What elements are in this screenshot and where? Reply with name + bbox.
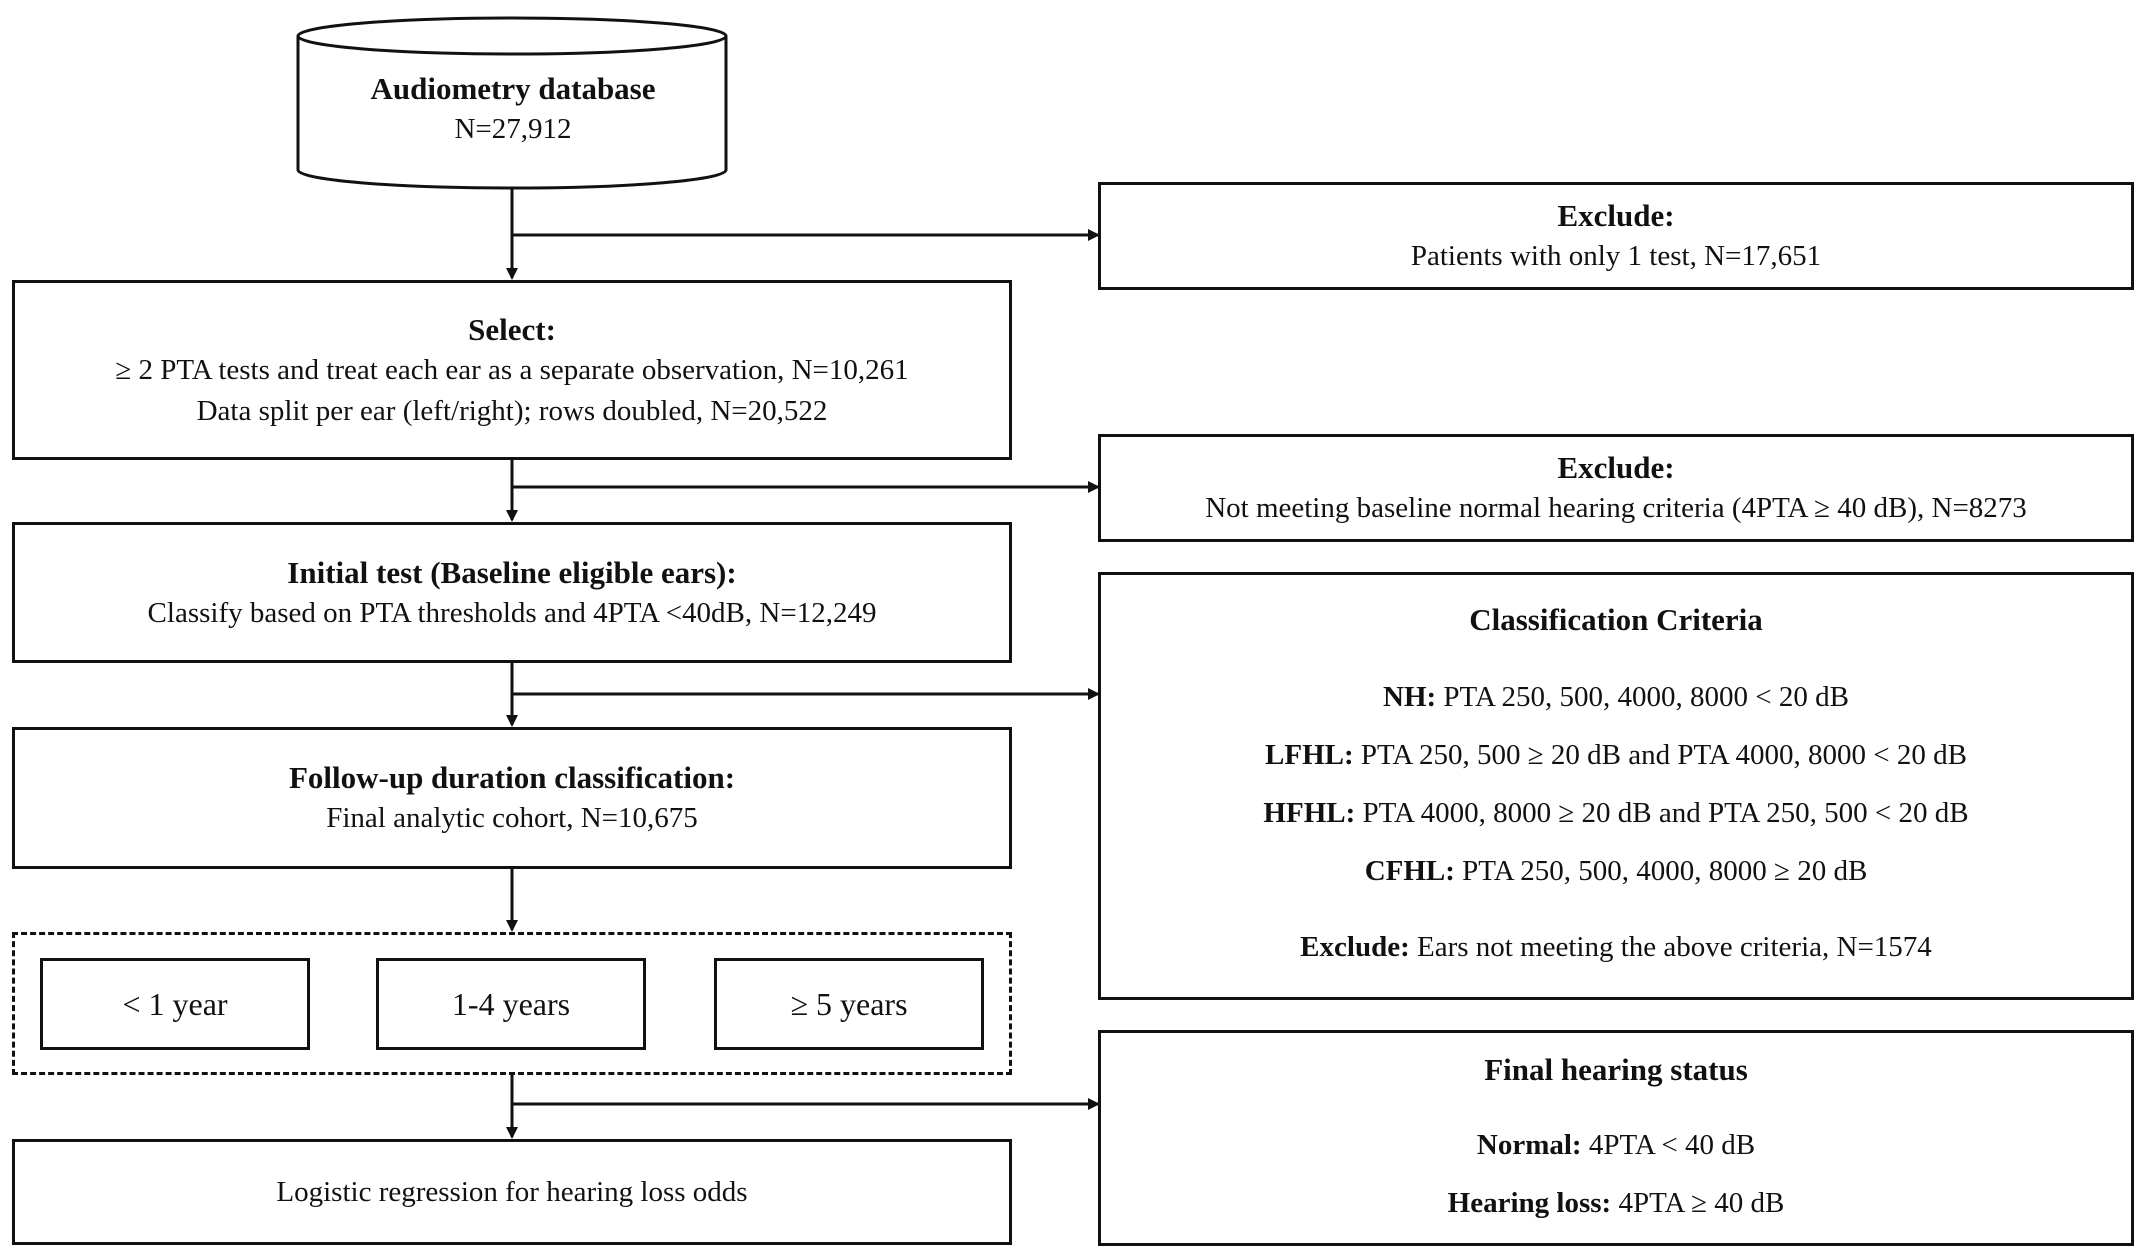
select-title: Select: bbox=[468, 311, 556, 347]
exclude-2-text: Not meeting baseline normal hearing crit… bbox=[1205, 492, 2027, 524]
followup-text: Final analytic cohort, N=10,675 bbox=[326, 802, 698, 834]
database-cylinder bbox=[296, 16, 728, 190]
duration-less-than-1-year: < 1 year bbox=[40, 958, 310, 1050]
final-status-box: Final hearing status Normal: 4PTA < 40 d… bbox=[1098, 1030, 2134, 1246]
followup-box: Follow-up duration classification: Final… bbox=[12, 727, 1012, 869]
exclude-1-text: Patients with only 1 test, N=17,651 bbox=[1410, 240, 1822, 272]
exclude-1-title: Exclude: bbox=[1557, 198, 1675, 233]
initial-test-box: Initial test (Baseline eligible ears): C… bbox=[12, 522, 1012, 663]
exclude-box-1: Exclude: Patients with only 1 test, N=17… bbox=[1098, 182, 2134, 290]
criterion-cfhl: CFHL: PTA 250, 500, 4000, 8000 ≥ 20 dB bbox=[1364, 855, 1868, 887]
database-count: N=27,912 bbox=[454, 113, 572, 145]
status-normal: Normal: 4PTA < 40 dB bbox=[1476, 1129, 1756, 1161]
regression-box: Logistic regression for hearing loss odd… bbox=[12, 1139, 1012, 1245]
duration-1-4-years: 1-4 years bbox=[376, 958, 646, 1050]
regression-text: Logistic regression for hearing loss odd… bbox=[276, 1175, 748, 1208]
status-hearing-loss: Hearing loss: 4PTA ≥ 40 dB bbox=[1447, 1187, 1785, 1219]
select-box: Select: ≥ 2 PTA tests and treat each ear… bbox=[12, 280, 1012, 460]
duration-5-plus-years: ≥ 5 years bbox=[714, 958, 984, 1050]
final-status-title: Final hearing status bbox=[1484, 1052, 1748, 1087]
classification-title: Classification Criteria bbox=[1469, 602, 1763, 637]
criterion-hfhl: HFHL: PTA 4000, 8000 ≥ 20 dB and PTA 250… bbox=[1263, 797, 1969, 829]
initial-test-title: Initial test (Baseline eligible ears): bbox=[287, 554, 737, 590]
followup-title: Follow-up duration classification: bbox=[288, 760, 736, 795]
criterion-lfhl: LFHL: PTA 250, 500 ≥ 20 dB and PTA 4000,… bbox=[1265, 739, 1967, 771]
initial-test-text: Classify based on PTA thresholds and 4PT… bbox=[147, 596, 877, 629]
database-title: Audiometry database bbox=[370, 71, 656, 106]
select-line-2: Data split per ear (left/right); rows do… bbox=[196, 394, 828, 427]
classification-exclude: Exclude: Ears not meeting the above crit… bbox=[1300, 931, 1932, 963]
database-node: Audiometry database N=27,912 bbox=[298, 68, 728, 150]
criterion-nh: NH: PTA 250, 500, 4000, 8000 < 20 dB bbox=[1383, 681, 1849, 713]
classification-criteria-box: Classification Criteria NH: PTA 250, 500… bbox=[1098, 572, 2134, 1000]
exclude-box-2: Exclude: Not meeting baseline normal hea… bbox=[1098, 434, 2134, 542]
duration-group bbox=[12, 932, 1012, 1075]
select-line-1: ≥ 2 PTA tests and treat each ear as a se… bbox=[115, 353, 909, 386]
exclude-2-title: Exclude: bbox=[1557, 450, 1675, 485]
